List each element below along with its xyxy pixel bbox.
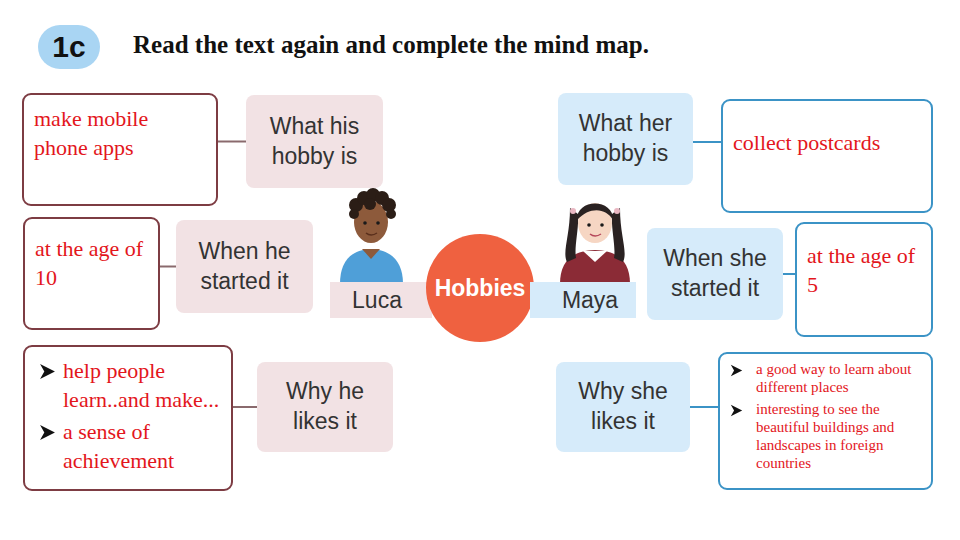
bullet-mark — [730, 364, 743, 377]
question-box: When she started it — [647, 228, 783, 320]
connector-line — [233, 406, 257, 408]
question-box: Why she likes it — [556, 362, 690, 452]
girl-hair — [577, 204, 613, 221]
girl-figure — [560, 203, 630, 284]
node-text: collect postcards — [733, 129, 921, 158]
node-text: What her hobby is — [564, 109, 687, 169]
heading: Read the text again and complete the min… — [133, 31, 649, 59]
boy-neck — [362, 249, 380, 259]
question-box: Why he likes it — [257, 362, 393, 452]
node-text: Hobbies — [435, 275, 526, 302]
boy-figure — [340, 188, 403, 284]
circle-fill — [426, 234, 534, 342]
connector-line — [160, 266, 176, 268]
question-box: What her hobby is — [558, 93, 693, 185]
node-text: When she started it — [653, 244, 777, 304]
name-band: Luca — [330, 282, 432, 318]
girl-pigtail — [612, 208, 625, 262]
node-text: What his hobby is — [252, 112, 377, 172]
answer-box: at the age of 5 — [795, 222, 933, 337]
node-text: Maya — [562, 287, 618, 314]
connector-line — [690, 406, 718, 408]
node-text: help people learn..and make... — [35, 357, 221, 414]
node-text: When he started it — [182, 237, 307, 297]
boy-hair — [349, 188, 396, 219]
bullet-mark — [39, 363, 56, 380]
node-text: a sense of achievement — [35, 418, 221, 475]
answer-box: help people learn..and make...a sense of… — [23, 345, 233, 491]
name-band: Maya — [530, 282, 636, 318]
answer-box: a good way to learn about different plac… — [718, 352, 933, 490]
connector-line — [693, 141, 721, 143]
answer-box: make mobile phone apps — [22, 93, 218, 206]
bullet-mark — [730, 404, 743, 417]
node-text: Why she likes it — [562, 377, 684, 437]
node-text: Luca — [352, 287, 402, 314]
bullet-mark — [39, 424, 56, 441]
exercise-badge: 1c — [38, 25, 100, 69]
node-text: at the age of 10 — [35, 235, 148, 292]
node-text: Why he likes it — [263, 377, 387, 437]
boy-shirt — [340, 249, 403, 284]
question-box: What his hobby is — [246, 95, 383, 188]
question-box: When he started it — [176, 220, 313, 313]
node-text: interesting to see the beautiful buildin… — [726, 400, 925, 472]
center-circle: Hobbies — [425, 233, 535, 343]
girl-pigtail — [565, 208, 578, 262]
girl-collar — [583, 251, 607, 262]
connector-line — [783, 273, 795, 275]
connector-line — [218, 141, 246, 143]
node-text: 1c — [52, 30, 85, 64]
answer-box: collect postcards — [721, 99, 933, 213]
node-text: make mobile phone apps — [34, 105, 206, 162]
node-text: a good way to learn about different plac… — [726, 360, 925, 396]
answer-box: at the age of 10 — [23, 217, 160, 330]
node-text: at the age of 5 — [807, 242, 921, 299]
